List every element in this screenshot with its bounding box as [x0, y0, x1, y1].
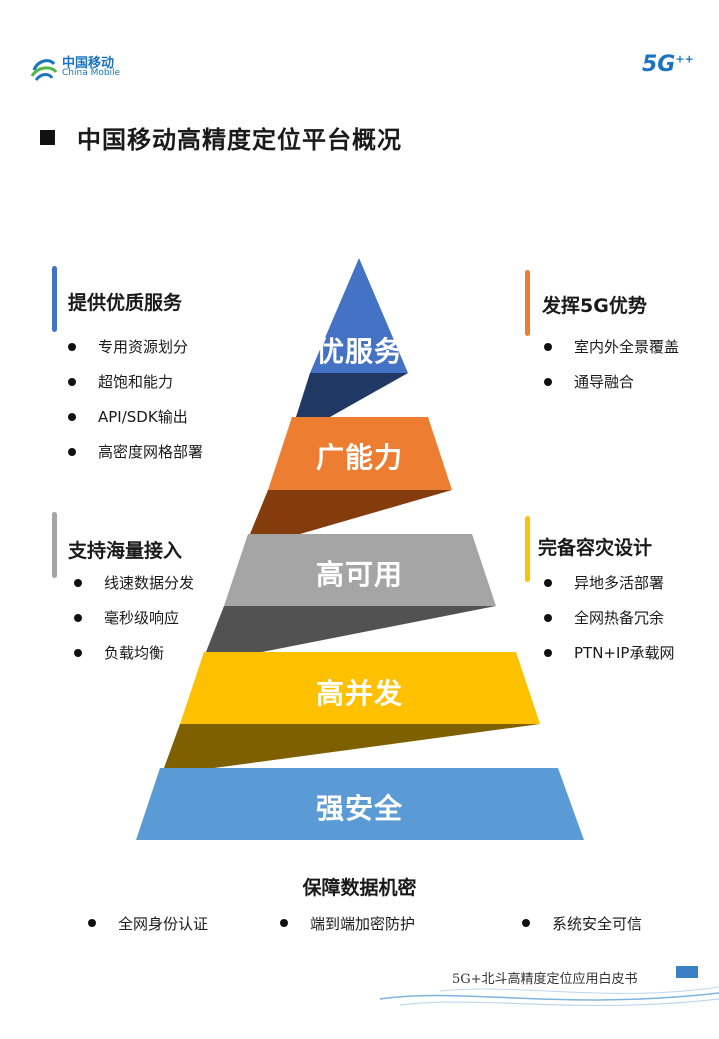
pyramid-tier-1	[310, 258, 408, 373]
5g-badge-plus: ++	[675, 52, 694, 66]
list-item: 线速数据分发	[74, 573, 194, 608]
list-item: 系统安全可信	[522, 913, 642, 934]
pyramid-tier-5	[136, 768, 584, 840]
logo-text-en: China Mobile	[62, 68, 121, 78]
5g-badge-text: 5G	[642, 52, 676, 77]
list-item: 高密度网格部署	[68, 442, 203, 477]
list-item: 全网热备冗余	[544, 608, 674, 643]
pyramid-connector-4	[164, 724, 540, 768]
5g-badge: 5G++	[642, 52, 694, 77]
bottom-title: 保障数据机密	[302, 877, 417, 899]
pyramid-label-5: 强安全	[315, 792, 403, 825]
pyramid-label-4: 高并发	[315, 677, 403, 710]
list-item: PTN+IP承载网	[544, 643, 674, 678]
logo-text-cn: 中国移动	[62, 56, 115, 71]
footer-wave-decoration	[380, 986, 719, 1007]
list-item: 全网身份认证	[88, 913, 208, 934]
section-accent-bar	[525, 516, 530, 582]
list-item: 端到端加密防护	[280, 913, 415, 934]
china-mobile-logo-icon	[30, 59, 58, 81]
section-accent-bar	[525, 270, 530, 336]
page-title: 中国移动高精度定位平台概况	[77, 126, 402, 154]
footer-title: 5G+北斗高精度定位应用白皮书	[452, 972, 638, 987]
access-list: 线速数据分发 毫秒级响应 负载均衡	[74, 573, 194, 678]
pyramid-connector-3	[206, 606, 496, 652]
section-title-disaster: 完备容灾设计	[538, 537, 653, 559]
list-item: 异地多活部署	[544, 573, 674, 608]
list-item: 毫秒级响应	[74, 608, 194, 643]
section-title-service: 提供优质服务	[68, 292, 183, 314]
5g-list: 室内外全景覆盖 通导融合	[544, 337, 679, 407]
section-title-access: 支持海量接入	[68, 540, 183, 562]
section-accent-bar	[52, 512, 57, 578]
china-mobile-logo: 中国移动 China Mobile	[30, 50, 120, 82]
list-item: 专用资源划分	[68, 337, 203, 372]
pyramid-label-1: 优服务	[315, 335, 403, 368]
list-item: 室内外全景覆盖	[544, 337, 679, 372]
heading-square-icon	[40, 130, 55, 145]
service-list: 专用资源划分 超饱和能力 API/SDK输出 高密度网格部署	[68, 337, 203, 477]
disaster-list: 异地多活部署 全网热备冗余 PTN+IP承载网	[544, 573, 674, 678]
page-tab	[676, 966, 698, 978]
section-title-5g: 发挥5G优势	[542, 295, 647, 317]
pyramid-connector-1	[296, 373, 408, 417]
pyramid-tier-4	[180, 652, 540, 724]
section-accent-bar	[52, 266, 57, 332]
list-item: API/SDK输出	[68, 407, 203, 442]
list-item: 通导融合	[544, 372, 679, 407]
list-item: 负载均衡	[74, 643, 194, 678]
pyramid-label-2: 广能力	[315, 441, 403, 474]
list-item: 超饱和能力	[68, 372, 203, 407]
pyramid-label-3: 高可用	[315, 558, 403, 591]
pyramid-connector-2	[250, 490, 452, 534]
pyramid-tier-3	[224, 534, 496, 606]
pyramid-tier-2	[268, 417, 452, 490]
section-heading: 中国移动高精度定位平台概况	[40, 120, 402, 155]
